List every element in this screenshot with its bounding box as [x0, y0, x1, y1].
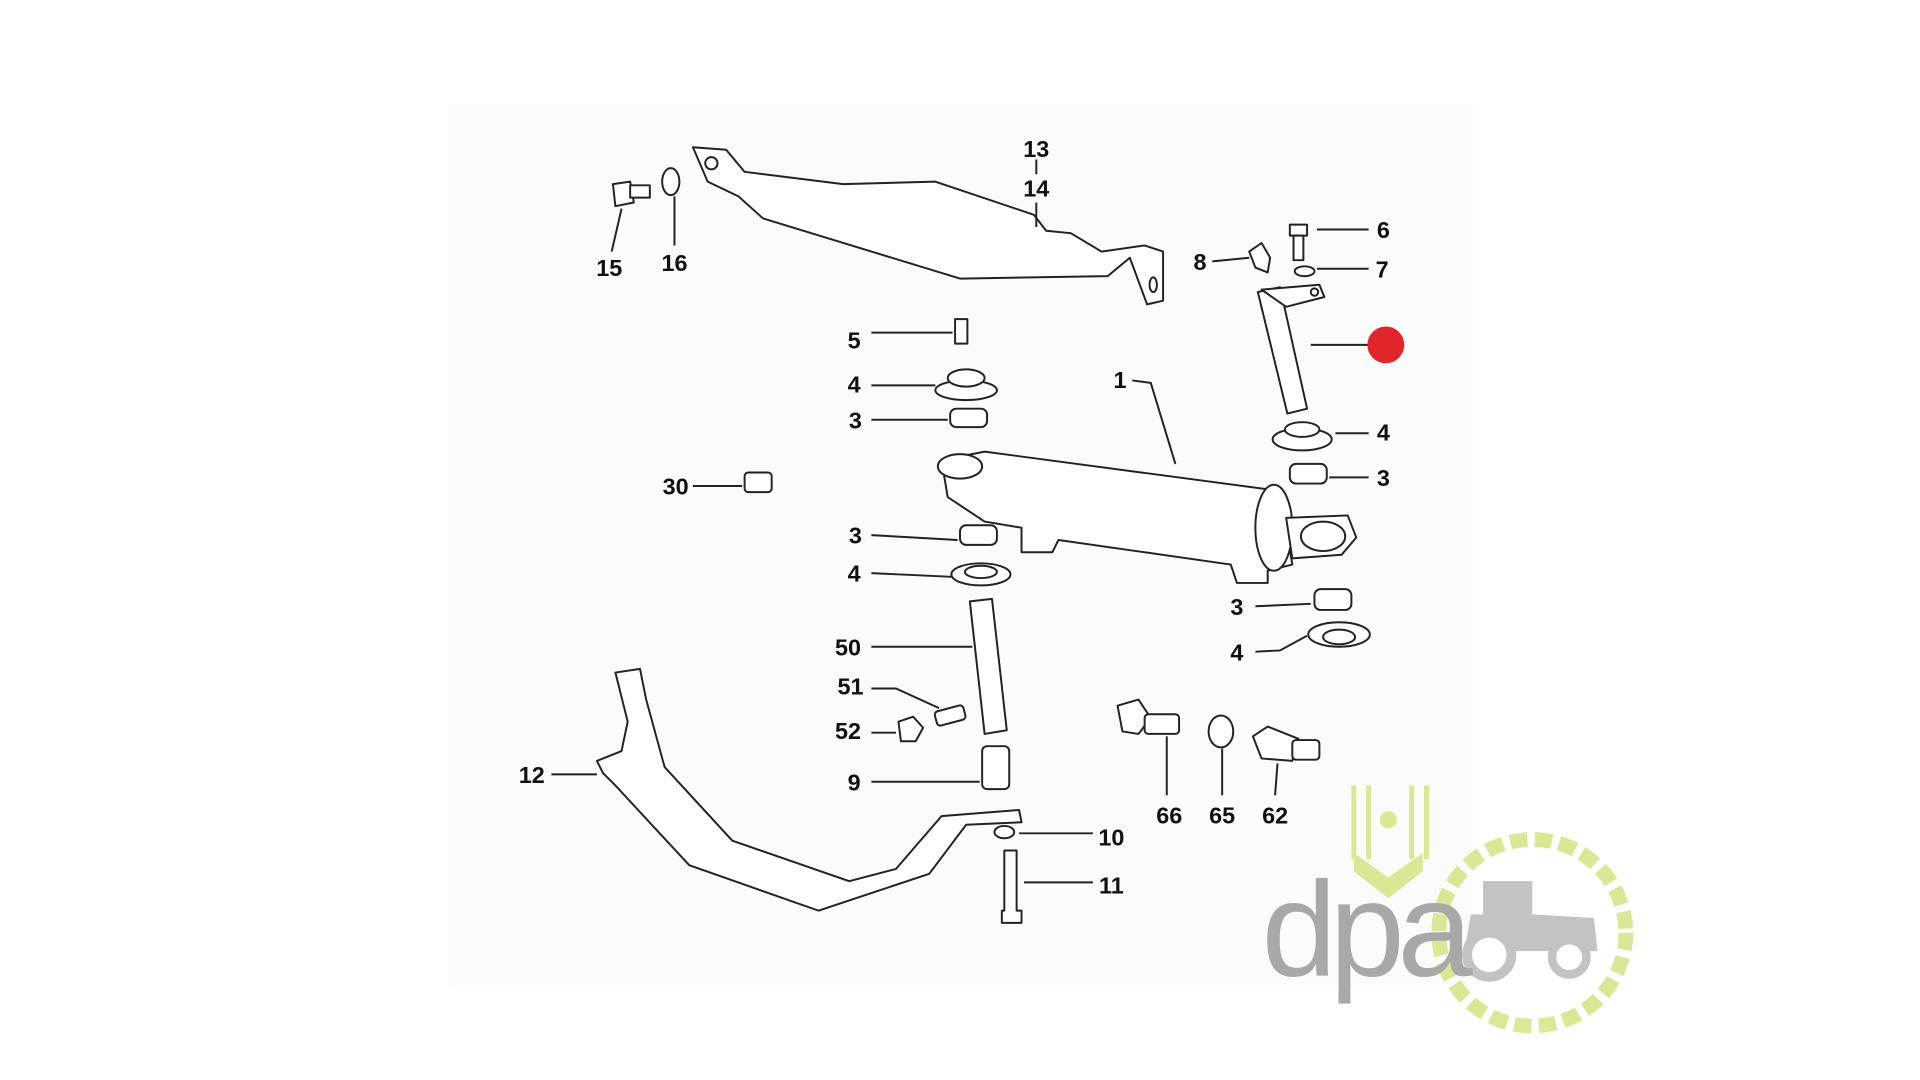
label-50: 50 — [835, 634, 861, 660]
bushing-3-right-lower — [1313, 588, 1353, 611]
label-51: 51 — [837, 674, 863, 700]
label-10: 10 — [1098, 825, 1124, 851]
bolt-66 — [1116, 698, 1181, 735]
label-5: 5 — [848, 328, 861, 354]
grease-nipple-5 — [954, 318, 969, 345]
label-3: 3 — [1230, 594, 1243, 620]
label-3: 3 — [1377, 465, 1390, 491]
tractor-icon — [1462, 881, 1598, 982]
label-62: 62 — [1262, 803, 1288, 829]
screw-51 — [933, 704, 967, 727]
wheat-icon — [1351, 785, 1429, 899]
logo-text: dpa — [1262, 854, 1474, 1005]
label-4: 4 — [848, 372, 861, 398]
lower-bracket-12 — [595, 667, 1023, 912]
nut-52 — [897, 715, 925, 743]
fitting-30 — [743, 471, 773, 494]
label-11: 11 — [1099, 872, 1124, 898]
adapter-62 — [1251, 725, 1321, 762]
label-3: 3 — [849, 407, 862, 433]
label-12: 12 — [519, 762, 545, 788]
washer-16 — [661, 167, 681, 197]
label-65: 65 — [1209, 803, 1235, 829]
bolt-15 — [611, 180, 651, 208]
bushing-3-right-upper — [1288, 462, 1328, 485]
gear-ring-icon — [1431, 832, 1634, 1034]
label-3: 3 — [849, 523, 862, 549]
label-16: 16 — [661, 250, 687, 276]
bolt-11 — [1000, 849, 1023, 924]
label-4: 4 — [1230, 639, 1243, 665]
label-66: 66 — [1156, 803, 1182, 829]
label-9: 9 — [848, 769, 861, 795]
elbow-fitting-8 — [1248, 242, 1272, 274]
seal-4-lower — [950, 562, 1012, 587]
bushing-3-lower — [959, 524, 998, 546]
upper-bracket — [691, 146, 1165, 306]
dpa-logo: dpa — [1262, 785, 1634, 1034]
seal-4 — [934, 368, 998, 402]
seal-4-right-upper — [1271, 421, 1333, 452]
label-52: 52 — [835, 718, 861, 744]
label-4: 4 — [848, 561, 861, 587]
label-7: 7 — [1376, 256, 1389, 282]
bolt-6 — [1288, 223, 1309, 262]
callout-labels: 13 14 15 16 6 7 8 5 4 3 1 4 3 30 3 4 3 4… — [519, 136, 1390, 898]
bushing-3 — [949, 407, 989, 429]
label-13: 13 — [1023, 136, 1049, 162]
pivot-pin — [1256, 283, 1326, 415]
washer-10 — [993, 824, 1016, 840]
nut-65 — [1207, 714, 1235, 749]
label-14: 14 — [1023, 175, 1049, 201]
steering-cylinder — [936, 450, 1358, 584]
pin-50 — [968, 597, 1008, 735]
label-6: 6 — [1377, 217, 1390, 243]
highlight-marker[interactable] — [1367, 326, 1405, 364]
washer-7 — [1293, 265, 1316, 278]
label-4: 4 — [1377, 420, 1390, 446]
bushing-9 — [981, 745, 1011, 791]
label-15: 15 — [596, 255, 622, 281]
label-1: 1 — [1113, 367, 1126, 393]
seal-4-right-lower — [1307, 621, 1371, 648]
label-30: 30 — [663, 474, 689, 500]
label-8: 8 — [1193, 249, 1206, 275]
